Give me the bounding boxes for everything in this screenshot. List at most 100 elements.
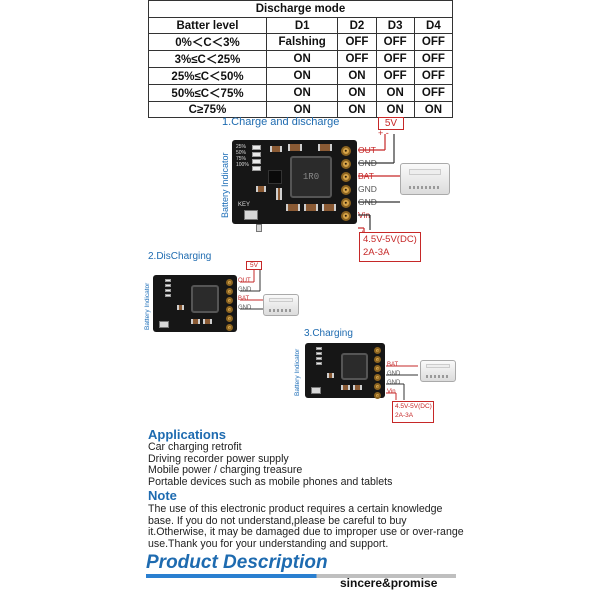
list-item: Car charging retrofit: [148, 441, 242, 453]
key-label: KEY: [238, 202, 251, 208]
brand-name: sincere&promise: [340, 576, 438, 590]
pin-label-gnd: GND: [238, 287, 252, 293]
pad-gnd: [226, 315, 233, 322]
table-caption: Discharge mode: [148, 0, 453, 18]
pin-label-gnd: GND: [387, 380, 401, 386]
inductor: [341, 353, 368, 380]
pad-gnd: [226, 306, 233, 313]
diagram1-input-spec-box: 4.5V-5V(DC) 2A-3A: [359, 232, 421, 262]
pad-gnd: [341, 159, 351, 169]
table-cell: C≥75%: [148, 101, 267, 118]
table-cell: 0%＜C＜3%: [148, 33, 267, 51]
table-header: D3: [375, 17, 415, 34]
table-cell: OFF: [375, 33, 415, 51]
smd-component: [318, 144, 332, 151]
led-d1: [316, 362, 322, 365]
table-header: D1: [265, 17, 339, 34]
smd-component: [191, 319, 200, 324]
smd-component: [322, 204, 336, 211]
table-row: 3%≤C＜25% ON OFF OFF OFF: [148, 50, 454, 68]
diagram1-wiring: [358, 134, 400, 232]
diagram1-title: 1.Charge and discharge: [222, 116, 340, 128]
led-d3: [252, 152, 261, 157]
pin-label-bat: BAT: [387, 362, 399, 368]
table-cell: ON: [337, 101, 377, 118]
led-d3: [165, 284, 171, 287]
key-button[interactable]: [159, 321, 169, 328]
input-voltage: 4.5V-5V(DC): [363, 234, 417, 245]
pad-gnd: [226, 288, 233, 295]
pad-out: [341, 146, 351, 156]
table-cell: OFF: [337, 50, 377, 68]
list-item: Driving recorder power supply: [148, 452, 289, 465]
inductor-mark: 1R0: [302, 172, 320, 182]
table-cell: OFF: [375, 50, 415, 68]
inductor: [191, 285, 219, 313]
ic-chip: [268, 170, 282, 184]
diagram2-board: [153, 275, 237, 332]
led-d3: [316, 352, 322, 355]
table-header: D4: [413, 17, 454, 34]
table-header-row: Batter level D1 D2 D3 D4: [148, 17, 454, 34]
note-text: The use of this electronic product requi…: [148, 503, 464, 551]
pad-gnd: [374, 356, 381, 363]
diagram3-input-spec-box: 4.5V-5V(DC) 2A-3A: [392, 401, 434, 423]
pad-bat: [226, 297, 233, 304]
diagram2-battery: [263, 294, 299, 316]
diagram3-board: [305, 343, 385, 399]
table-cell: Falshing: [265, 33, 339, 51]
input-voltage: 4.5V-5V(DC): [395, 403, 432, 410]
table-row: 25%≤C＜50% ON ON OFF OFF: [148, 67, 454, 85]
diagram1-silk-levels: 25%50%75%100%: [236, 144, 249, 168]
pad-gnd: [374, 374, 381, 381]
discharge-table: Discharge mode Batter level D1 D2 D3 D4 …: [148, 0, 454, 118]
diagram1-battery-indicator-label: Battery Indicator: [220, 152, 230, 218]
key-button[interactable]: [244, 210, 258, 220]
table-header: Batter level: [148, 17, 267, 34]
smd-component: [276, 188, 282, 200]
diagram1-battery: [400, 163, 450, 195]
smd-component: [353, 385, 362, 390]
pad-out: [226, 279, 233, 286]
product-description-title: Product Description: [146, 552, 328, 573]
pad-vin: [341, 211, 351, 221]
table-cell: OFF: [413, 33, 454, 51]
list-item: Portable devices such as mobile phones a…: [148, 475, 393, 488]
smd-component: [203, 319, 212, 324]
battery-tag: [269, 298, 293, 302]
smd-component: [256, 186, 266, 192]
pad-bat: [341, 172, 351, 182]
title-underline: [146, 574, 456, 578]
note-title: Note: [148, 488, 177, 503]
diagram2-wiring: [240, 270, 266, 310]
table-row: C≥75% ON ON ON ON: [148, 101, 454, 118]
smd-component: [286, 204, 300, 211]
led-d2: [316, 357, 322, 360]
diagram3-battery-indicator-label: Battery Indicator: [294, 348, 301, 396]
table-cell: OFF: [413, 84, 454, 102]
table-cell: 50%≤C＜75%: [148, 84, 267, 102]
led-d1: [165, 294, 171, 297]
list-item: Mobile power / charging treasure: [148, 464, 303, 477]
diagram1-board: 25%50%75%100% 1R0 KEY: [232, 140, 357, 224]
led-d4: [252, 145, 261, 150]
diagram3-title: 3.Charging: [304, 328, 353, 339]
smd-component: [341, 385, 350, 390]
smd-component: [327, 373, 334, 378]
pad-vin: [374, 392, 381, 399]
pin-label-vin: Vin: [387, 389, 396, 395]
applications-title: Applications: [148, 427, 227, 442]
smd-component: [304, 204, 318, 211]
pad-out: [374, 347, 381, 354]
table-cell: ON: [337, 67, 377, 85]
battery-print: [409, 186, 439, 189]
pin-label-gnd: GND: [238, 305, 252, 311]
battery-print: [269, 309, 292, 312]
table-cell: ON: [265, 67, 339, 85]
diagram1-output-polarity: + -: [378, 128, 389, 138]
applications-list: Car charging retrofit Driving recorder p…: [148, 441, 393, 488]
table-row: 0%＜C＜3% Falshing OFF OFF OFF: [148, 33, 454, 51]
smd-component: [177, 305, 184, 310]
key-button[interactable]: [311, 387, 321, 394]
battery-tag: [426, 364, 450, 368]
